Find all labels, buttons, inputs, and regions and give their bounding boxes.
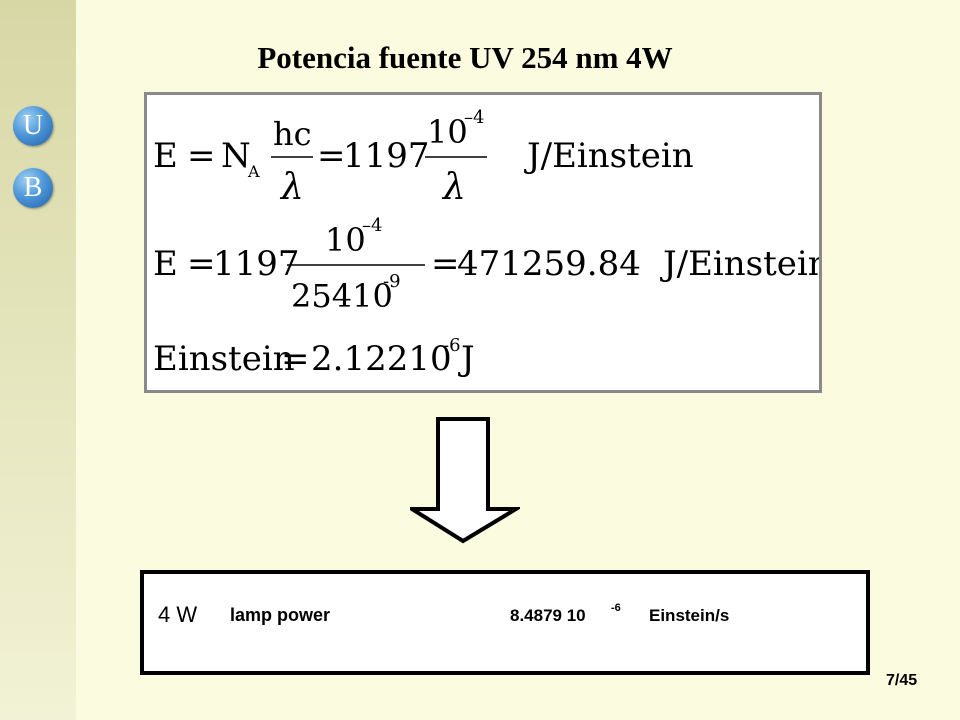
f1-na-sub: A <box>247 162 260 181</box>
f1-na: N <box>221 136 251 176</box>
f3-lhs: Einstein <box>153 339 295 379</box>
result-exponent: -6 <box>611 602 621 614</box>
result-label: lamp power <box>230 605 331 625</box>
f1-num2-exp: –4 <box>464 107 484 128</box>
f3-value: 2.12210 <box>311 339 452 379</box>
sidebar-strip: U B <box>0 0 76 720</box>
result-amount: 4 W <box>158 602 198 627</box>
down-arrow-icon <box>405 417 524 550</box>
f2-num-exp: –4 <box>362 215 382 236</box>
page-number: 7/45 <box>886 672 918 689</box>
f1-numerator: hc <box>273 115 312 153</box>
f3-eq: = <box>281 339 310 379</box>
slide-title: Potencia fuente UV 254 nm 4W <box>257 40 673 75</box>
f1-eq2: = <box>317 136 346 176</box>
f1-den2: λ <box>441 167 466 208</box>
f2-coef: 1197 <box>213 244 300 284</box>
logo-badge-u: U <box>13 106 53 146</box>
f2-den-exp: -9 <box>383 271 401 292</box>
f2-num: 10 <box>325 221 366 259</box>
f2-result: 471259.84 <box>457 244 641 284</box>
f3-exp: -6 <box>443 335 461 356</box>
f2-lhs: E <box>153 244 178 284</box>
logo-badge-b: B <box>13 168 53 208</box>
f3-unit: J <box>458 339 475 379</box>
f1-eq: = <box>187 136 216 176</box>
result-box: 4 W lamp power 8.4879 10 -6 Einstein/s <box>140 570 870 675</box>
formula-box: E = N A hc λ = 1197 10 –4 λ J/Einstein E… <box>144 92 822 393</box>
formula-svg: E = N A hc λ = 1197 10 –4 λ J/Einstein E… <box>153 107 819 379</box>
f1-coef: 1197 <box>343 136 430 176</box>
f2-unit: J/Einstein <box>660 244 819 284</box>
f2-den: 25410 <box>291 277 393 315</box>
f1-num2: 10 <box>427 113 468 151</box>
f1-unit: J/Einstein <box>524 136 694 176</box>
f1-denominator: λ <box>279 167 304 208</box>
result-value: 8.4879 10 <box>510 606 586 625</box>
result-unit: Einstein/s <box>649 606 730 625</box>
f1-lhs: E <box>153 136 178 176</box>
f2-eq: = <box>187 244 216 284</box>
f2-eq2: = <box>431 244 460 284</box>
